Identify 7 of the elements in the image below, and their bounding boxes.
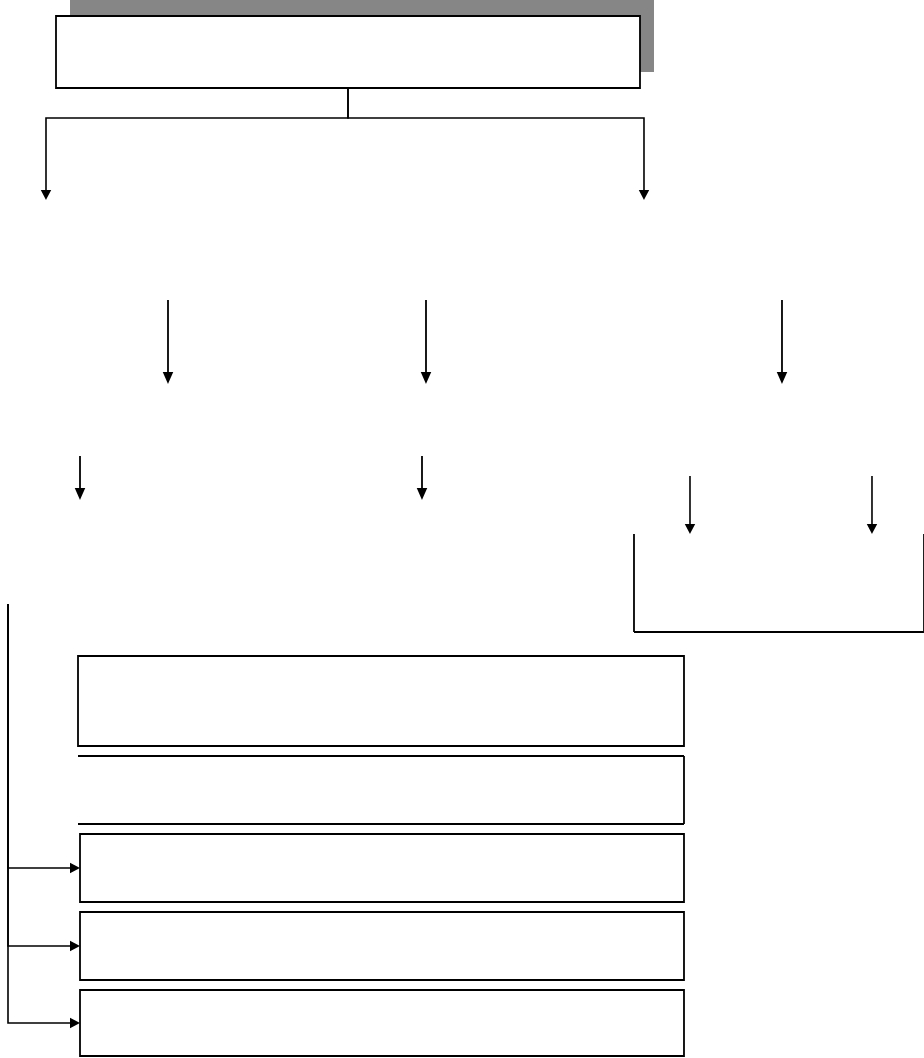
bracket-box xyxy=(633,533,924,633)
text-box xyxy=(77,655,685,747)
title-box xyxy=(55,0,654,89)
text-box xyxy=(79,833,685,903)
text-box xyxy=(77,755,685,825)
text-box xyxy=(79,911,685,981)
text-box xyxy=(79,989,685,1057)
